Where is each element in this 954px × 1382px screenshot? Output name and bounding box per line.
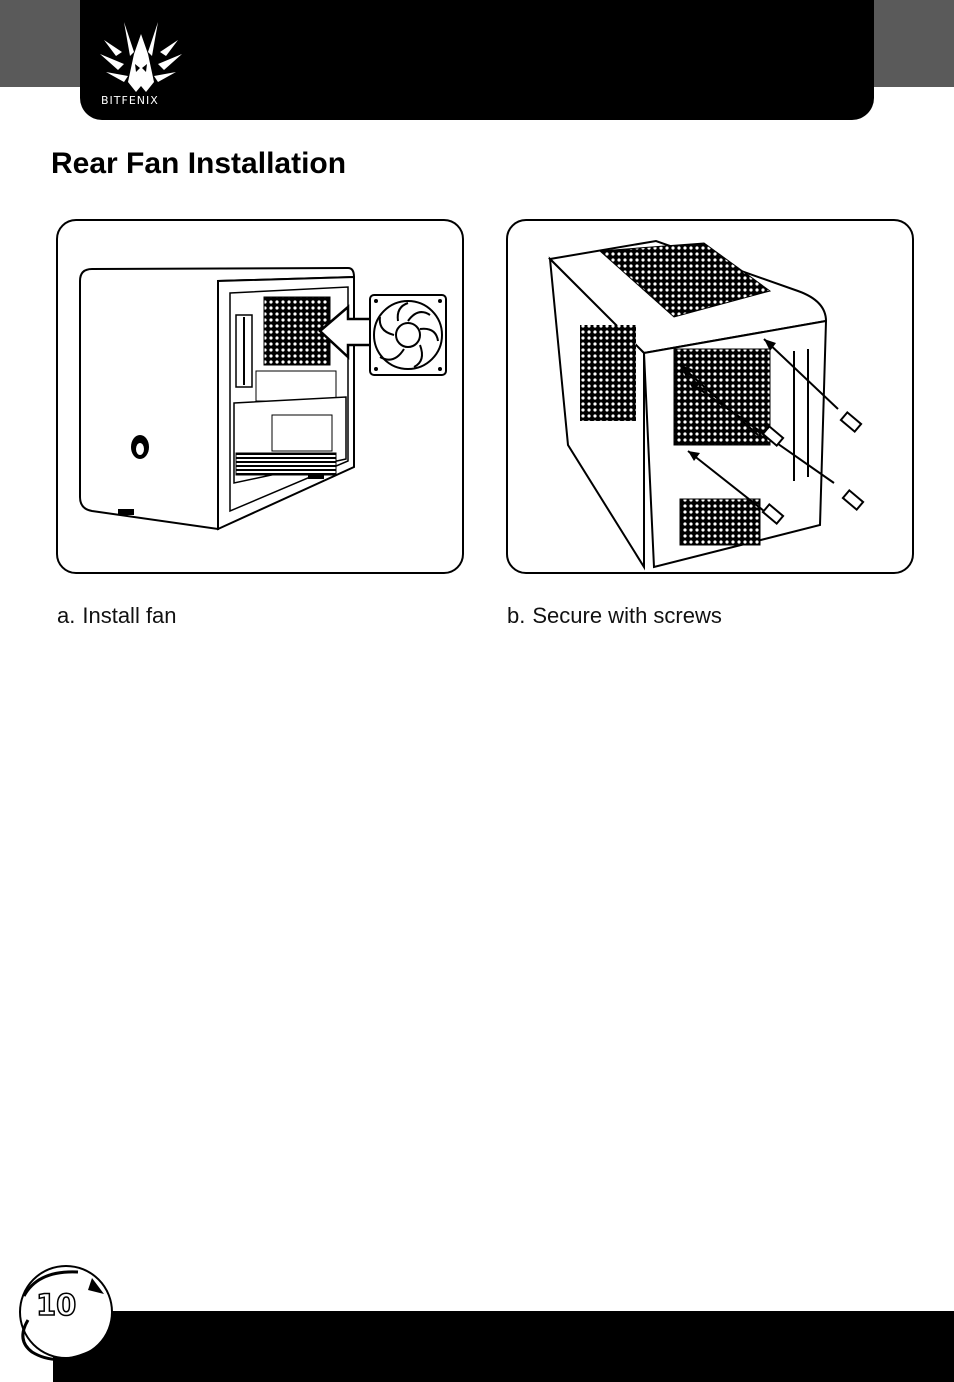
step-text: Install fan: [82, 603, 177, 628]
page-number: 10: [35, 1287, 77, 1323]
case-illustration-b: [547, 239, 865, 571]
step-letter: b.: [507, 603, 526, 628]
step-text: Secure with screws: [532, 603, 722, 628]
brand-wordmark: BITFENIX: [101, 94, 159, 107]
header-bar: [80, 0, 874, 120]
step-letter: a.: [57, 603, 76, 628]
bitfenix-logo-icon: [100, 22, 182, 92]
case-illustration-a: [79, 266, 447, 531]
step-caption-b: b.Secure with screws: [507, 603, 722, 629]
illustration-secure-screws: [506, 219, 914, 574]
case-logo-icon: [131, 435, 149, 459]
step-caption-a: a.Install fan: [57, 603, 177, 629]
footer-bar: [53, 1311, 954, 1382]
page-title: Rear Fan Installation: [51, 147, 347, 180]
page-badge-icon: [19, 1265, 113, 1362]
illustration-install-fan: [56, 219, 464, 574]
